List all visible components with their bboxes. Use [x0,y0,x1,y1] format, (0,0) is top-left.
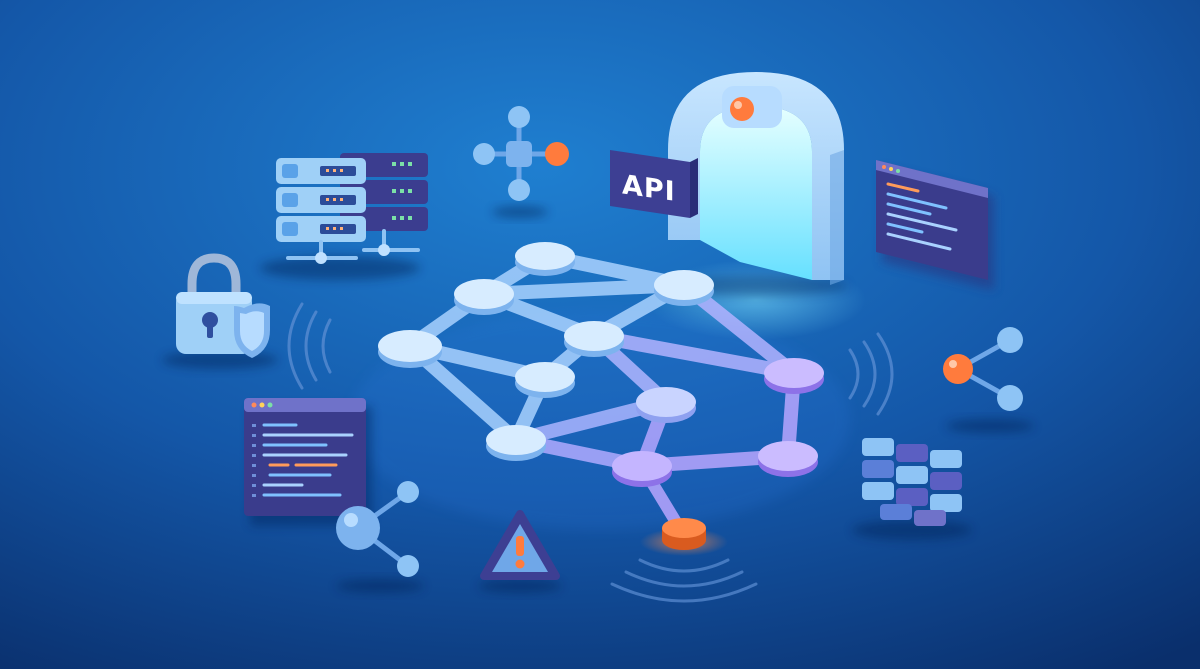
brick-firewall-icon [852,438,972,540]
warning-triangle-icon [478,510,562,593]
api-tag-icon: API [610,150,698,218]
network-graph-icon [350,242,850,538]
molecule-node-icon [473,106,569,218]
share-node-right-icon [943,327,1034,433]
shield-icon [234,303,270,358]
alert-beacon-icon [610,518,758,603]
server-rack-icon [260,153,428,280]
code-window-left-icon [244,398,372,526]
api-label: API [622,170,676,208]
share-node-left-icon [336,481,424,593]
network-nodes [378,242,824,487]
signal-waves-left [287,302,332,390]
signal-waves-right [848,332,894,416]
code-window-right-icon [876,160,994,290]
